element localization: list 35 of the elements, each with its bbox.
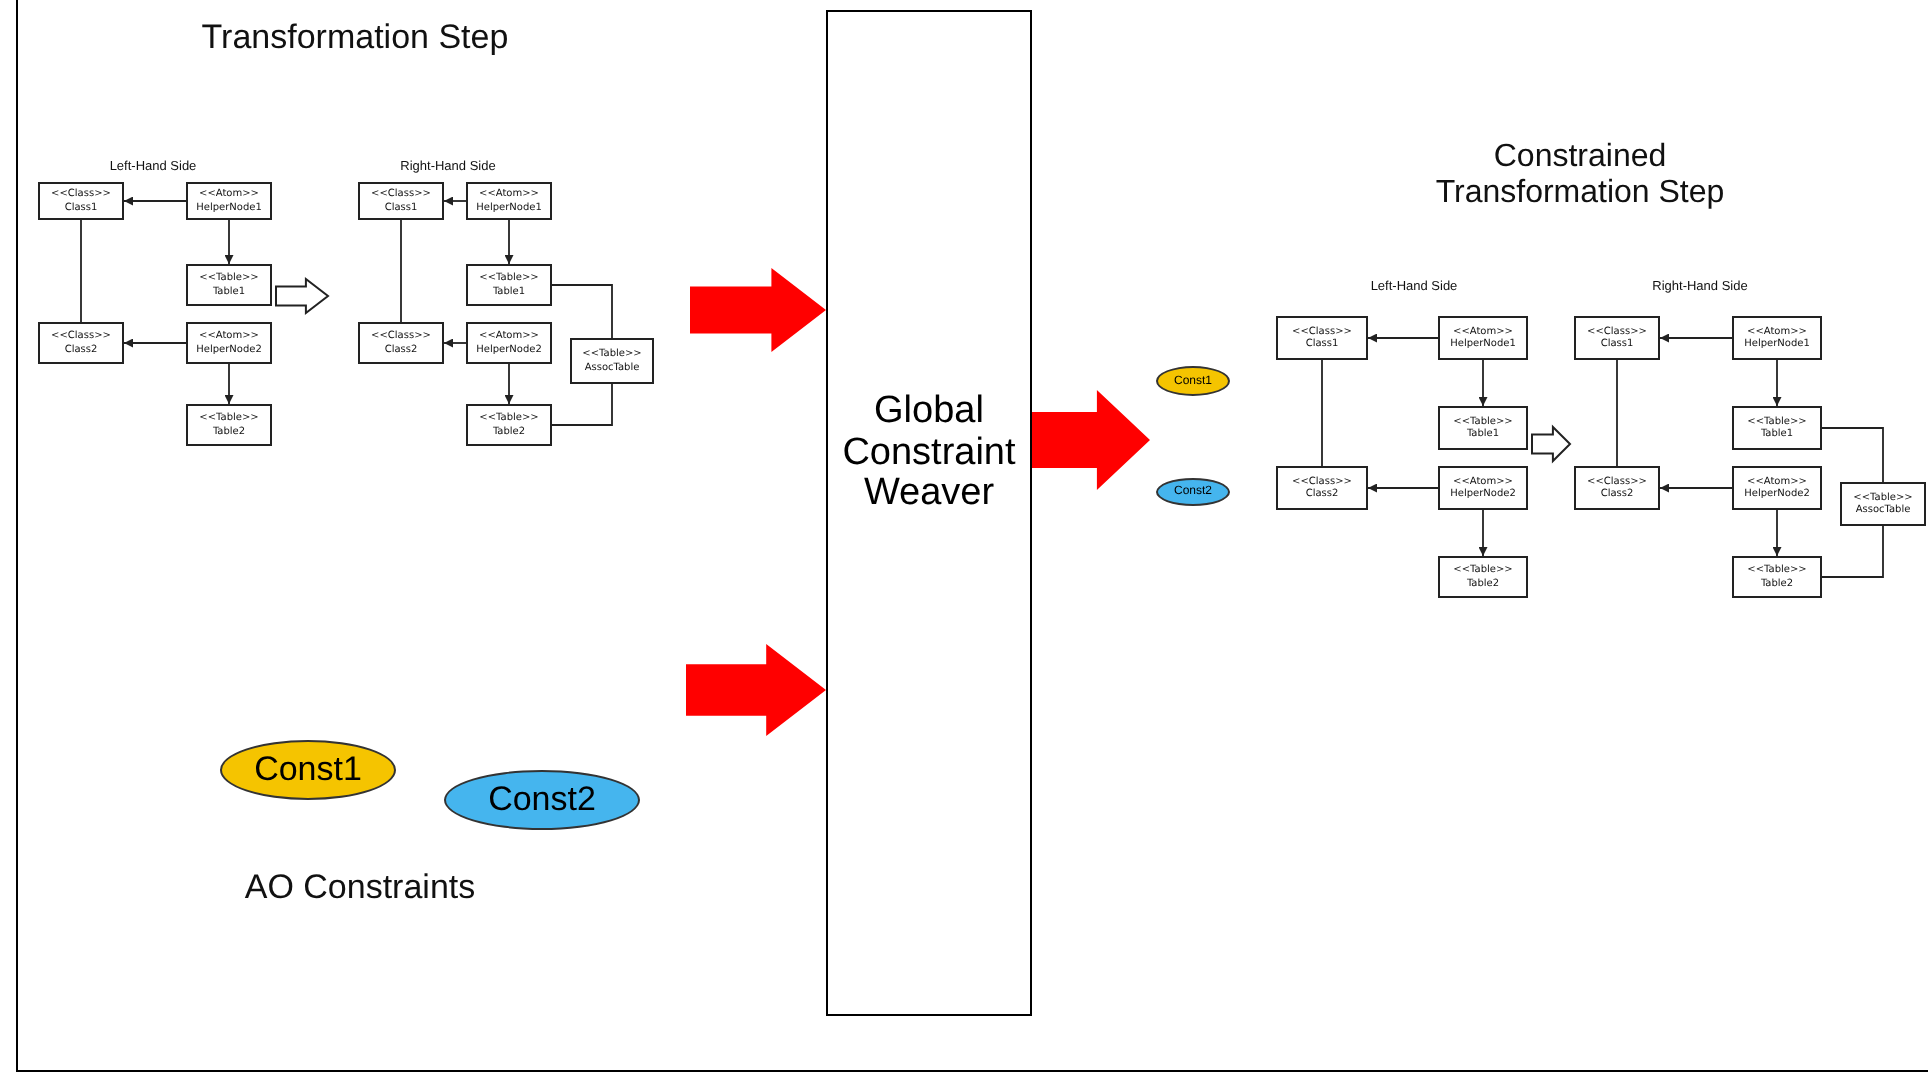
block-arrow	[686, 644, 826, 736]
arrow	[1478, 359, 1488, 407]
connector-line	[551, 284, 613, 339]
section-heading: AO Constraints	[242, 870, 478, 908]
arrow	[504, 219, 514, 265]
arrow	[1478, 509, 1488, 557]
arrow	[1772, 509, 1782, 557]
arrow	[224, 219, 234, 265]
arrow	[1659, 333, 1733, 343]
arrow	[443, 196, 467, 206]
block-arrow	[690, 268, 826, 352]
arrow	[1367, 483, 1439, 493]
arrow	[1772, 359, 1782, 407]
constraint-ellipse: Const1	[220, 740, 396, 800]
connector-line	[1616, 359, 1618, 467]
weaver-box: Global Constraint Weaver	[826, 10, 1032, 1016]
arrow	[443, 338, 467, 348]
block-arrow	[1531, 424, 1572, 464]
connector-line	[80, 219, 82, 323]
constraint-ellipse: Const2	[444, 770, 640, 830]
connector-line	[1821, 525, 1884, 578]
section-heading: Constrained Transformation Step	[1433, 140, 1727, 211]
arrow	[504, 363, 514, 405]
arrow	[224, 363, 234, 405]
block-arrow	[1032, 390, 1150, 490]
connector-line	[1321, 359, 1323, 467]
connector-line	[551, 383, 613, 426]
arrow	[1367, 333, 1439, 343]
block-arrow	[275, 276, 330, 316]
connector-line	[1821, 427, 1884, 483]
arrow	[123, 196, 187, 206]
arrow	[1659, 483, 1733, 493]
connector-line	[400, 219, 402, 323]
section-heading: Transformation Step	[199, 20, 511, 58]
arrow	[123, 338, 187, 348]
